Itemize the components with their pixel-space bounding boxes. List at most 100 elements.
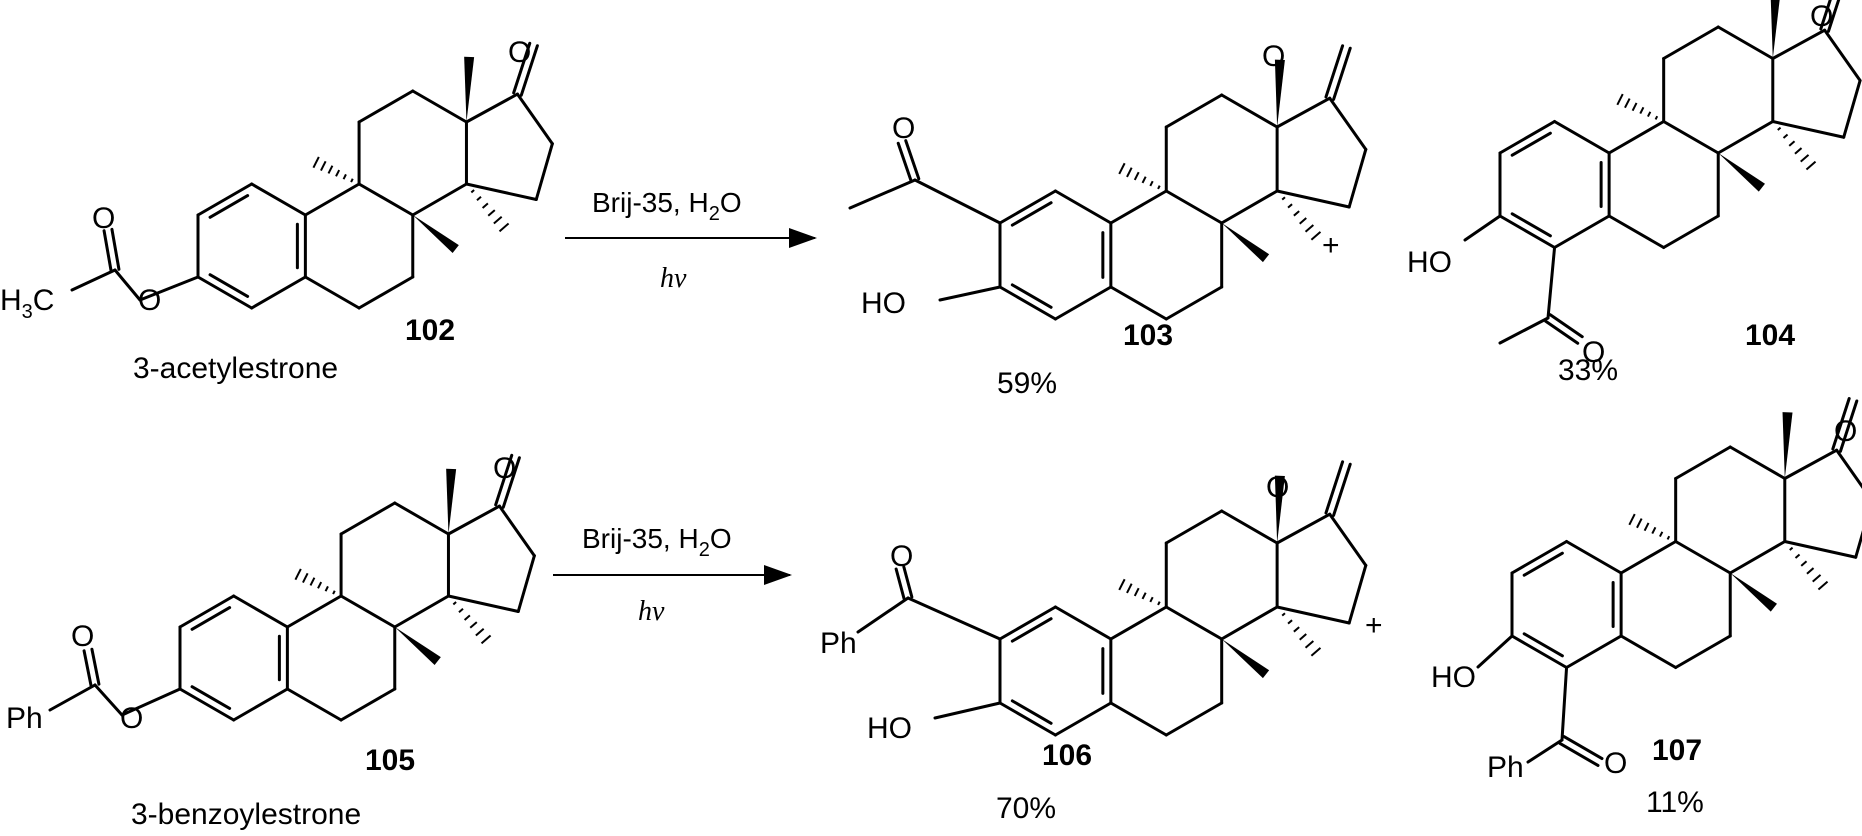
methyl-hash-9 xyxy=(1624,98,1631,109)
methyl-wedge-8 xyxy=(1221,639,1270,679)
methyl-hash-9 xyxy=(1149,180,1154,187)
methyl-hash-9 xyxy=(317,581,323,589)
methyl-hash-14 xyxy=(1293,210,1300,217)
methyl-wedge-8 xyxy=(1730,573,1777,612)
ketone-bond xyxy=(1332,46,1352,101)
hydroxyl-label-104: HO xyxy=(1407,246,1452,279)
aromatic-bond xyxy=(998,189,1057,225)
methyl-hash-14 xyxy=(481,202,489,209)
ring-b-bond xyxy=(1662,214,1720,249)
ring-d-bond xyxy=(1771,28,1827,60)
methyl-hash-9 xyxy=(342,173,347,180)
ester-carbonyl-2 xyxy=(90,647,101,686)
aromatic-bond-inner xyxy=(1510,131,1552,157)
methyl-hash-9 xyxy=(302,572,309,583)
oxygen-acetyl-103: O xyxy=(892,112,915,145)
ring-a-bond xyxy=(1565,540,1623,575)
ring-d-bond xyxy=(1275,605,1351,625)
ring-c-bond xyxy=(393,594,450,629)
aromatic-bond-inner xyxy=(190,606,232,631)
methyl-wedge-8 xyxy=(412,215,459,254)
methyl-hash-14 xyxy=(469,621,478,629)
ring-c-bond xyxy=(1674,445,1732,480)
compound-name-102: 3-acetylestrone xyxy=(133,352,338,385)
acetyl-methyl xyxy=(848,178,917,210)
ketone-bond xyxy=(501,456,521,509)
ketone-bond-2 xyxy=(1819,0,1832,31)
ring-d-bond xyxy=(1275,512,1332,545)
ring-d-bond xyxy=(1347,147,1368,209)
ring-d-bond xyxy=(1347,563,1368,625)
ring-d-bond xyxy=(1328,96,1368,151)
ring-d-bond xyxy=(515,92,554,146)
methyl-hash-9 xyxy=(1118,162,1126,175)
methyl-hash-9 xyxy=(1126,583,1133,594)
acyl-methyl-bond xyxy=(70,268,117,292)
ring-a-bond xyxy=(1553,120,1611,155)
methyl-wedge-top xyxy=(464,56,475,122)
ring-b-bond xyxy=(285,687,343,722)
aromatic-bond-inner xyxy=(1010,617,1053,643)
aromatic-bond-inner xyxy=(1010,283,1053,309)
methyl-hash-14 xyxy=(1281,612,1286,617)
oxygen-ketone-104: O xyxy=(1810,0,1833,33)
ring-c-bond xyxy=(411,89,468,124)
acyl-bond-104 xyxy=(1546,246,1557,320)
aromatic-bond-inner xyxy=(208,273,250,298)
methyl-hash-9 xyxy=(1639,106,1645,115)
oxygen-ketone-105: O xyxy=(493,452,516,485)
methyl-hash-14 xyxy=(1287,203,1293,209)
methyl-hash-9 xyxy=(1666,535,1671,540)
methyl-hash-14 xyxy=(1805,160,1817,171)
methyl-hash-14 xyxy=(463,614,471,621)
ring-a-bond xyxy=(232,594,289,629)
ring-d-bond xyxy=(1783,448,1839,480)
hydroxyl-label-107: HO xyxy=(1431,661,1476,694)
reaction-arrows xyxy=(553,228,817,585)
ring-c-bond xyxy=(1716,25,1775,60)
aromatic-bond-inner xyxy=(1522,551,1564,577)
aromatic-bond xyxy=(178,594,236,629)
oxygen-benzoyl-107: O xyxy=(1604,747,1627,780)
aromatic-bond-inner xyxy=(1522,632,1564,658)
ring-b-bond xyxy=(1109,189,1168,225)
ring-b-bond xyxy=(1607,214,1666,249)
ring-d-bond xyxy=(1842,79,1862,139)
methyl-hash-14 xyxy=(1310,231,1322,241)
methyl-hash-14 xyxy=(475,628,485,637)
conditions-reagent-1: Brij-35, H2O xyxy=(592,187,742,225)
aromatic-bond xyxy=(998,605,1057,641)
compound-number-104: 104 xyxy=(1745,319,1795,352)
ring-b-bond xyxy=(1109,605,1168,641)
methyl-hash-14 xyxy=(1293,626,1300,633)
benzoyl-carbonyl-106 xyxy=(902,565,914,599)
ring-c-bond xyxy=(411,182,468,217)
methyl-hash-9 xyxy=(1157,185,1161,190)
hydroxyl-label-103: HO xyxy=(861,287,906,320)
compound-number-103: 103 xyxy=(1123,319,1173,352)
methyl-hash-14 xyxy=(1777,126,1782,131)
ester-carbonyl-2 xyxy=(102,229,113,273)
methyl-hash-9 xyxy=(1157,601,1161,606)
benzoyl-carbonyl-107-2 xyxy=(1562,735,1604,761)
methyl-hash-14 xyxy=(1281,196,1286,201)
ring-c-bond xyxy=(1220,605,1279,641)
ring-b-bond xyxy=(1164,701,1224,737)
methyl-wedge-top xyxy=(1770,0,1780,59)
methyl-hash-9 xyxy=(1141,592,1147,600)
compound-name-105: 3-benzoylestrone xyxy=(131,798,361,831)
methyl-wedge-top xyxy=(1274,475,1285,543)
methyl-hash-9 xyxy=(1133,171,1140,181)
ring-c-bond xyxy=(357,89,415,124)
aromatic-bond xyxy=(178,687,236,722)
methyl-hash-14 xyxy=(1812,574,1822,583)
ester-bond xyxy=(113,268,142,302)
ring-b-bond xyxy=(357,275,415,310)
skeletal-bonds xyxy=(48,0,1862,767)
acetyl-carbonyl-104 xyxy=(1544,319,1580,345)
ring-a-bond xyxy=(1565,634,1623,669)
ring-d-bond xyxy=(1823,28,1862,83)
methyl-hash-9 xyxy=(350,178,354,183)
aromatic-bond xyxy=(1510,634,1569,669)
